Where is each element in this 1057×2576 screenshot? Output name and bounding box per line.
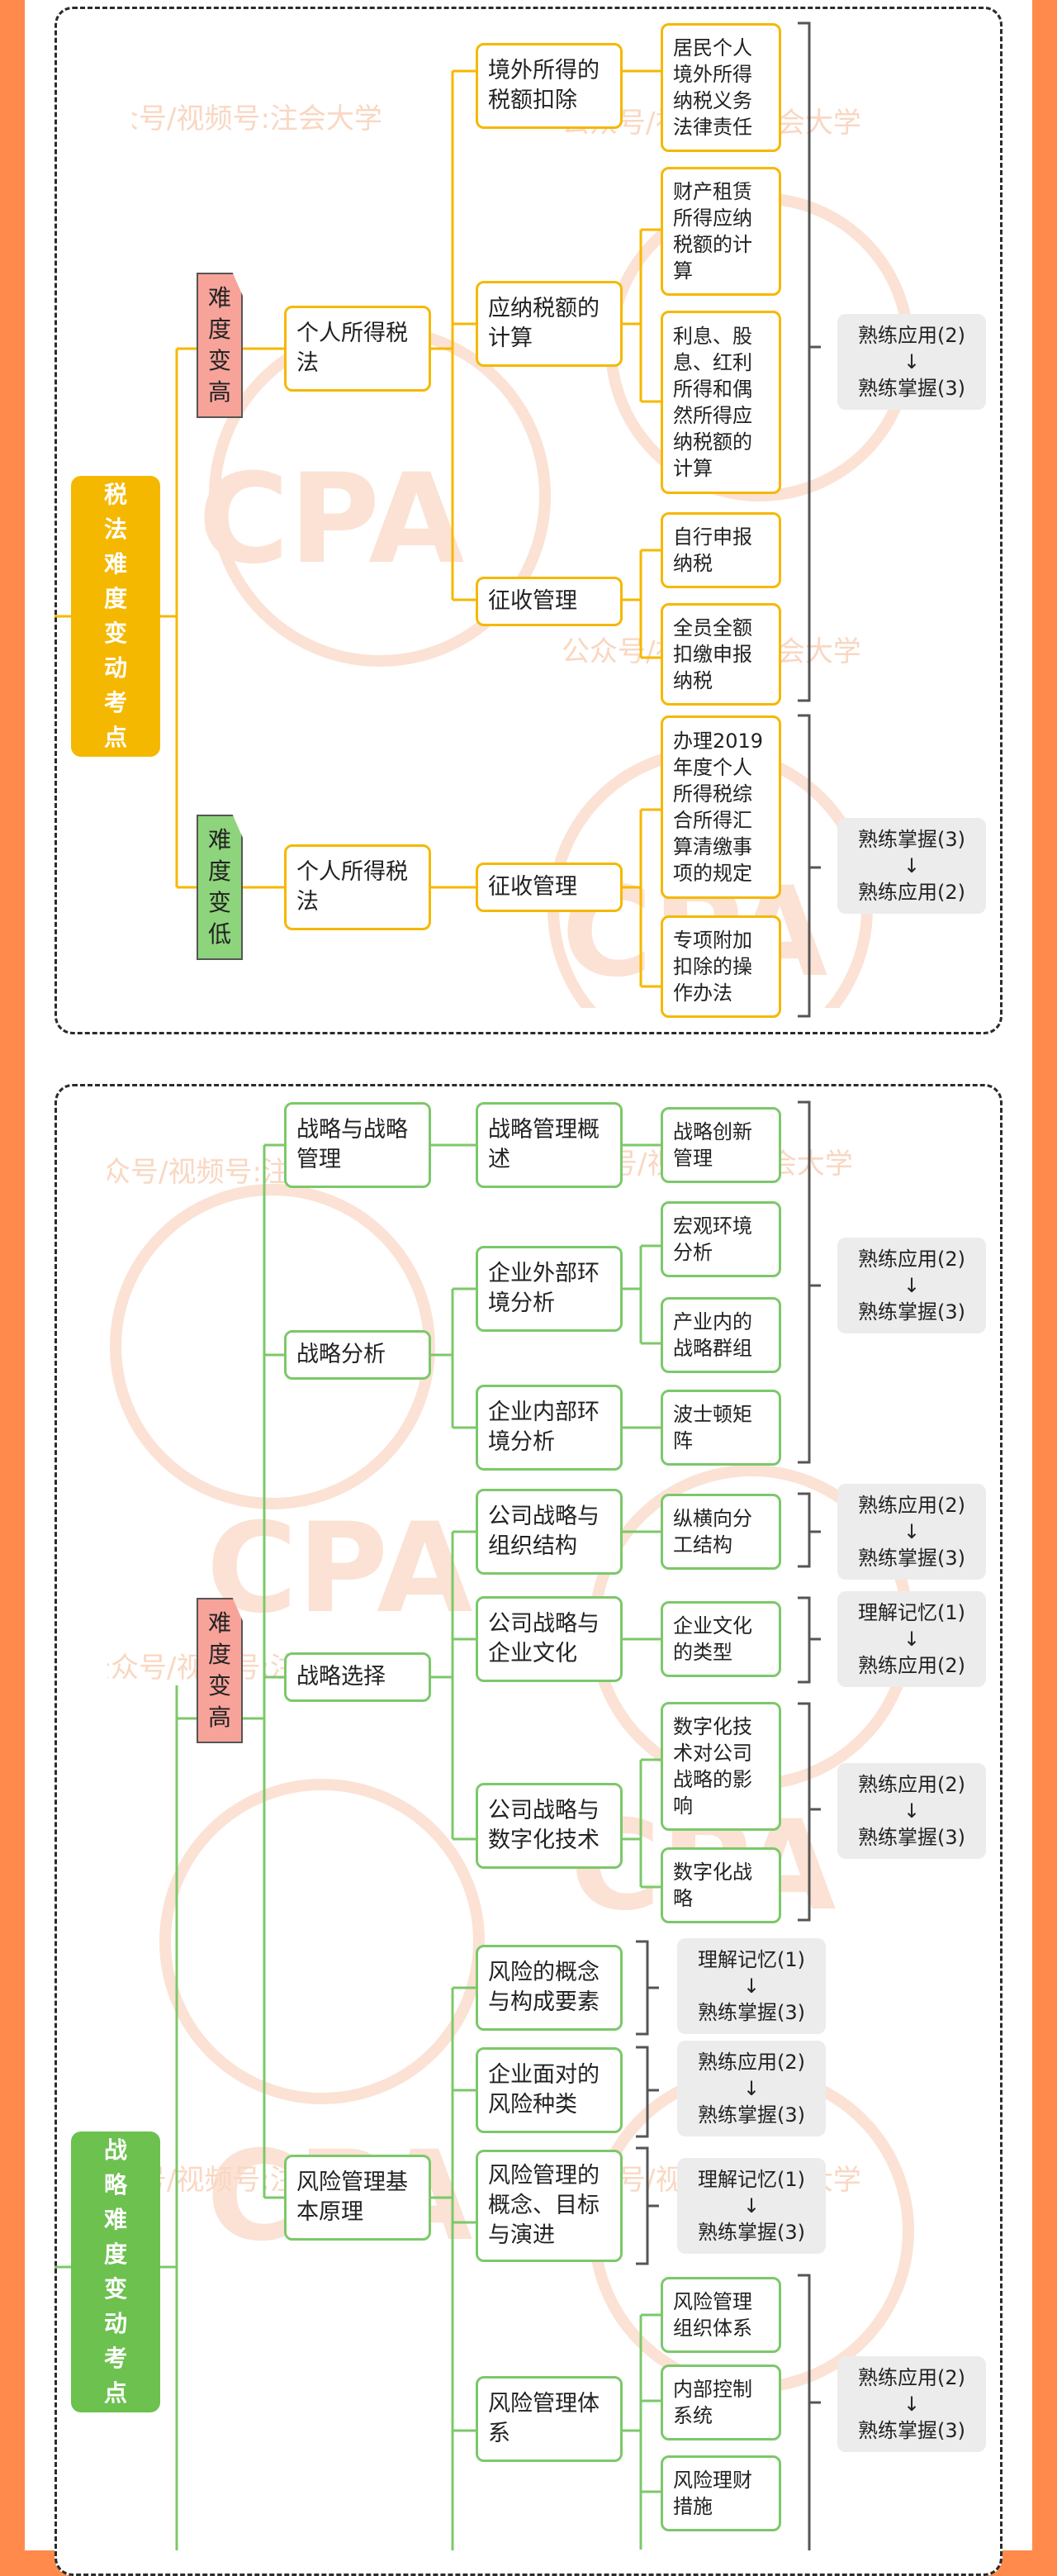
level-bracket (636, 1940, 659, 2036)
level-from: 熟练应用(2) (858, 1248, 965, 1271)
level-change-box: 理解记忆(1) ↓ 熟练应用(2) (837, 1591, 986, 1687)
topic-node: 风险管理的 概念、目标 与演进 (476, 2150, 623, 2262)
level-from: 理解记忆(1) (698, 2168, 805, 2191)
level-from: 熟练应用(2) (858, 1773, 965, 1796)
level-to: 熟练应用(2) (858, 1654, 965, 1677)
level-bracket (636, 2046, 659, 2138)
leaf-node: 数字化技 术对公司 战略的影 响 (661, 1702, 781, 1831)
arrow-down-icon: ↓ (903, 350, 921, 373)
level-from: 理解记忆(1) (698, 1948, 805, 1971)
tax-connectors (55, 21, 821, 1018)
difficulty-up-tag: 难 度 变 高 (197, 273, 243, 418)
topic-node: 企业面对的 风险种类 (476, 2047, 623, 2133)
level-to: 熟练掌握(3) (698, 2001, 805, 2024)
level-to: 熟练掌握(3) (698, 2103, 805, 2127)
topic-node: 企业内部环 境分析 (476, 1385, 623, 1471)
arrow-down-icon: ↓ (903, 1799, 921, 1823)
level-change-box: 熟练应用(2) ↓ 熟练掌握(3) (677, 2041, 826, 2136)
level-to: 熟练掌握(3) (858, 1826, 965, 1849)
arrow-down-icon: ↓ (903, 1520, 921, 1543)
leaf-node: 风险理财 措施 (661, 2455, 781, 2531)
tax-individual-income-tax-node: 个人所得税 法 (284, 844, 431, 930)
level-from: 熟练应用(2) (698, 2051, 805, 2074)
tax-individual-income-tax-node: 个人所得税 法 (284, 306, 431, 392)
leaf-node: 专项附加 扣除的操 作办法 (661, 915, 781, 1018)
level-change-box: 熟练应用(2) ↓ 熟练掌握(3) (837, 1763, 986, 1859)
arrow-down-icon: ↓ (903, 1274, 921, 1297)
level-change-box: 理解记忆(1) ↓ 熟练掌握(3) (677, 1938, 826, 2034)
leaf-node: 战略创新 管理 (661, 1107, 781, 1183)
level-bracket (798, 1702, 821, 1922)
level-bracket (798, 21, 821, 702)
topic-node: 公司战略与 组织结构 (476, 1489, 623, 1575)
leaf-node: 波士顿矩 阵 (661, 1390, 781, 1466)
leaf-node: 风险管理 组织体系 (661, 2277, 781, 2353)
leaf-node: 居民个人 境外所得 纳税义务 法律责任 (661, 23, 781, 152)
arrow-down-icon: ↓ (742, 2077, 761, 2100)
topic-node: 风险的概念 与构成要素 (476, 1945, 623, 2031)
level-bracket (798, 1596, 821, 1684)
level-from: 熟练应用(2) (858, 324, 965, 347)
collection-management-node: 征收管理 (476, 577, 623, 626)
level-from: 熟练应用(2) (858, 2366, 965, 2389)
strategy-management-node: 战略与战略 管理 (284, 1102, 431, 1188)
leaf-node: 产业内的 战略群组 (661, 1297, 781, 1373)
foreign-income-credit-node: 境外所得的 税额扣除 (476, 43, 623, 129)
arrow-down-icon: ↓ (903, 854, 921, 877)
strategy-analysis-node: 战略分析 (284, 1330, 431, 1380)
tax-root-node: 税 法 难 度 变 动 考 点 (71, 476, 160, 757)
arrow-down-icon: ↓ (903, 1628, 921, 1651)
level-from: 熟练应用(2) (858, 1494, 965, 1517)
level-change-box: 熟练掌握(3) ↓ 熟练应用(2) (837, 818, 986, 914)
strategy-choice-node: 战略选择 (284, 1652, 431, 1702)
level-bracket (798, 714, 821, 1018)
collection-management-node: 征收管理 (476, 863, 623, 912)
level-change-box: 熟练应用(2) ↓ 熟练掌握(3) (837, 2356, 986, 2452)
level-change-box: 熟练应用(2) ↓ 熟练掌握(3) (837, 314, 986, 410)
strategy-root-node: 战 略 难 度 变 动 考 点 (71, 2132, 160, 2412)
level-bracket (798, 2274, 821, 2550)
level-to: 熟练掌握(3) (858, 1547, 965, 1570)
leaf-node: 财产租赁 所得应纳 税额的计 算 (661, 167, 781, 296)
leaf-node: 内部控制 系统 (661, 2365, 781, 2441)
leaf-node: 自行申报 纳税 (661, 512, 781, 588)
level-to: 熟练掌握(3) (858, 377, 965, 400)
arrow-down-icon: ↓ (903, 2393, 921, 2416)
leaf-node: 办理2019 年度个人 所得税综 合所得汇 算清缴事 项的规定 (661, 715, 781, 899)
leaf-node: 利息、股 息、红利 所得和偶 然所得应 纳税额的 计算 (661, 311, 781, 494)
leaf-node: 企业文化 的类型 (661, 1601, 781, 1677)
level-change-box: 熟练应用(2) ↓ 熟练掌握(3) (837, 1238, 986, 1333)
level-bracket (636, 2146, 659, 2265)
difficulty-up-tag: 难 度 变 高 (197, 1598, 243, 1743)
leaf-node: 全员全额 扣缴申报 纳税 (661, 603, 781, 706)
level-from: 熟练掌握(3) (858, 828, 965, 851)
arrow-down-icon: ↓ (742, 2194, 761, 2217)
leaf-node: 数字化战 略 (661, 1847, 781, 1923)
leaf-node: 纵横向分 工结构 (661, 1494, 781, 1570)
level-bracket (798, 1492, 821, 1568)
topic-node: 风险管理体 系 (476, 2376, 623, 2462)
level-to: 熟练应用(2) (858, 881, 965, 904)
leaf-node: 宏观环境 分析 (661, 1201, 781, 1277)
level-change-box: 熟练应用(2) ↓ 熟练掌握(3) (837, 1484, 986, 1580)
level-to: 熟练掌握(3) (858, 1300, 965, 1324)
topic-node: 企业外部环 境分析 (476, 1246, 623, 1332)
arrow-down-icon: ↓ (742, 1975, 761, 1998)
topic-node: 战略管理概 述 (476, 1102, 623, 1188)
level-from: 理解记忆(1) (858, 1601, 965, 1624)
tax-payable-calc-node: 应纳税额的 计算 (476, 281, 623, 367)
risk-management-node: 风险管理基 本原理 (284, 2155, 431, 2241)
topic-node: 公司战略与 数字化技术 (476, 1783, 623, 1869)
topic-node: 公司战略与 企业文化 (476, 1596, 623, 1682)
level-to: 熟练掌握(3) (698, 2221, 805, 2244)
difficulty-down-tag: 难 度 变 低 (197, 815, 243, 960)
level-bracket (798, 1100, 821, 1464)
level-to: 熟练掌握(3) (858, 2419, 965, 2442)
level-change-box: 理解记忆(1) ↓ 熟练掌握(3) (677, 2158, 826, 2254)
